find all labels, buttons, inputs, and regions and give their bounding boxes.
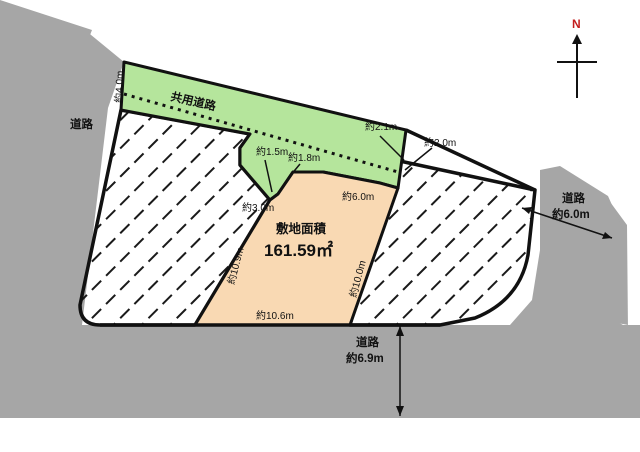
arrow-head-east-2 [602, 232, 612, 239]
road-west-label: 道路 [70, 117, 93, 131]
dim-shared-road-west: 約4.0m [112, 70, 126, 103]
lot-area-title: 敷地面積 [276, 221, 327, 236]
road-west-strip [0, 30, 124, 325]
road-south-name: 道路 [356, 335, 379, 349]
dim-lot-south: 約10.6m [256, 309, 294, 322]
road-east-strip [510, 166, 640, 418]
compass: N [557, 17, 597, 98]
leader-2.0 [404, 147, 433, 171]
compass-arrow-icon [572, 34, 582, 44]
road-east-width: 約6.0m [552, 207, 590, 221]
road-south-width: 約6.9m [346, 351, 384, 365]
dim-notch-west: 約1.5m [256, 145, 288, 158]
road-south [0, 325, 640, 418]
dim-lot-east-top: 約6.0m [342, 190, 374, 203]
boundary-north-east [405, 128, 536, 192]
road-east-name: 道路 [562, 191, 585, 205]
arrow-head-east-1 [522, 207, 532, 214]
arrow-head-south-2 [396, 406, 404, 416]
compass-north-label: N [572, 17, 581, 31]
arrow-head-south-1 [396, 326, 404, 336]
dim-shared-road-east: 約2.1m [365, 120, 397, 133]
arrow-road-east-width [521, 207, 613, 239]
leader-1.5 [264, 159, 273, 193]
dim-east-offset: 約2.0m [424, 136, 456, 149]
dimension-arrows [264, 135, 613, 416]
dim-lot-west-top: 約3.0m [242, 201, 274, 214]
leader-1.8 [289, 163, 301, 177]
dim-notch-top: 約1.8m [288, 151, 320, 164]
leader-2.1 [379, 135, 405, 161]
lot-area-value: 161.59㎡ [264, 240, 333, 260]
parcel-east-hatched [348, 158, 537, 327]
